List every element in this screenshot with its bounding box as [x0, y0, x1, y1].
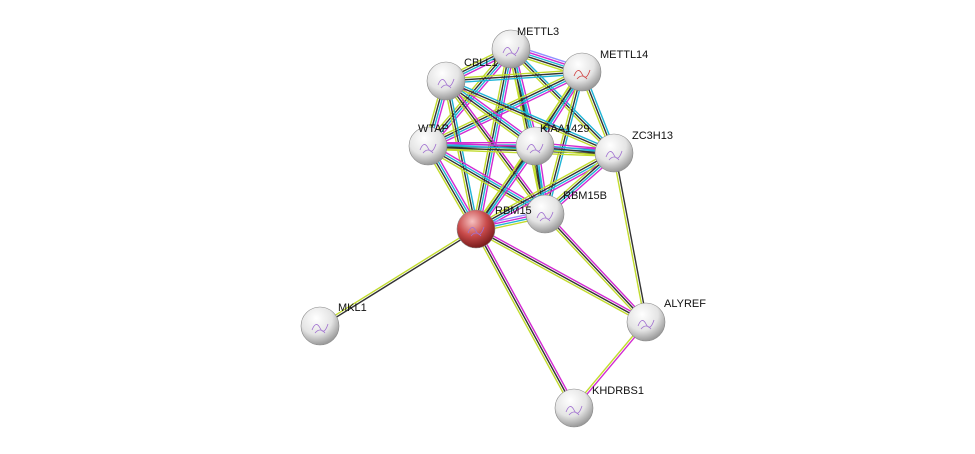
node-zc3h13[interactable]: ZC3H13	[594, 130, 673, 173]
node-mkl1[interactable]: MKL1	[300, 302, 367, 346]
edge-channel-textmining	[473, 229, 573, 410]
node-sphere[interactable]	[562, 52, 602, 92]
edge-channel-coexpression	[445, 80, 477, 230]
node-wtap[interactable]: WTAP	[408, 123, 449, 166]
edge-channel-textmining	[542, 215, 645, 324]
node-mettl14[interactable]: METTL14	[562, 49, 648, 92]
node-mettl3[interactable]: METTL3	[491, 26, 559, 69]
protein-structure-icon	[605, 150, 623, 161]
edge-rbm15-mkl1[interactable]	[319, 227, 477, 328]
edge-zc3h13-alyref[interactable]	[612, 152, 648, 323]
edge-channel-textmining	[445, 69, 582, 80]
node-sphere[interactable]	[426, 61, 466, 101]
edge-channel-database	[446, 78, 616, 152]
node-rbm15[interactable]: RBM15	[456, 205, 532, 249]
node-label: CBLL1	[464, 57, 498, 69]
edge-zc3h13-rbm15[interactable]	[474, 149, 616, 233]
node-label: METTL14	[600, 49, 648, 61]
edge-channel-coexpression	[614, 152, 648, 322]
protein-structure-icon	[573, 69, 591, 80]
node-sphere[interactable]	[408, 126, 448, 166]
node-label: ZC3H13	[632, 130, 673, 142]
protein-structure-icon	[311, 323, 329, 334]
edge-channel-textmining	[474, 230, 646, 325]
node-sphere[interactable]	[594, 133, 634, 173]
protein-structure-icon	[502, 46, 520, 57]
edge-channel-coexpression	[475, 228, 647, 323]
edge-channel-coexpression	[475, 151, 614, 229]
edge-channel-textmining	[319, 227, 476, 326]
edge-channel-textmining	[472, 48, 509, 229]
edge-channel-coexpression	[544, 71, 583, 215]
node-label: MKL1	[338, 302, 367, 314]
node-sphere[interactable]	[525, 194, 565, 234]
protein-structure-icon	[467, 226, 485, 237]
edge-channel-textmining	[443, 81, 475, 230]
node-sphere[interactable]	[456, 209, 496, 249]
edge-channel-textmining	[444, 82, 614, 156]
node-label: KHDRBS1	[592, 385, 644, 397]
edge-channel-database	[446, 73, 583, 84]
edge-mettl14-cbll1[interactable]	[445, 69, 583, 84]
node-label: RBM15	[495, 205, 532, 217]
edge-channel-coexpression	[445, 71, 583, 82]
edge-channel-database	[476, 153, 615, 231]
edge-channel-coexpression	[475, 228, 575, 409]
edge-channel-experiments	[546, 212, 649, 321]
edge-rbm15-alyref[interactable]	[474, 226, 648, 325]
protein-structure-icon	[536, 211, 554, 222]
node-sphere[interactable]	[554, 388, 594, 428]
protein-structure-icon	[565, 405, 583, 416]
node-label: WTAP	[418, 123, 449, 135]
edge-channel-textmining	[612, 153, 646, 323]
edge-channel-textmining	[474, 149, 613, 227]
node-khdrbs1[interactable]: KHDRBS1	[554, 385, 644, 428]
edge-channel-textmining	[425, 148, 544, 218]
node-sphere[interactable]	[626, 302, 666, 342]
node-kiaa1429[interactable]: KIAA1429	[515, 123, 590, 166]
protein-structure-icon	[526, 143, 544, 154]
node-sphere[interactable]	[515, 126, 555, 166]
protein-structure-icon	[637, 319, 655, 330]
node-rbm15b[interactable]: RBM15B	[525, 190, 607, 234]
edge-rbm15b-alyref[interactable]	[542, 212, 649, 324]
edge-channel-experiments	[477, 155, 616, 233]
node-label: METTL3	[517, 26, 559, 38]
edge-channel-experiments	[429, 50, 515, 149]
protein-structure-icon	[419, 143, 437, 154]
node-alyref[interactable]: ALYREF	[626, 298, 706, 342]
edge-channel-experiments	[447, 79, 548, 214]
edge-channel-coexpression	[445, 80, 615, 154]
node-label: ALYREF	[664, 298, 706, 310]
edge-rbm15-khdrbs1[interactable]	[473, 227, 577, 410]
node-sphere[interactable]	[300, 306, 340, 346]
edge-channel-coexpression	[320, 229, 477, 328]
edge-channel-coexpression	[544, 213, 647, 323]
edge-cbll1-zc3h13[interactable]	[444, 78, 616, 156]
node-label: KIAA1429	[540, 123, 590, 135]
edge-channel-experiments	[477, 227, 577, 408]
edge-channel-database	[428, 144, 546, 214]
edge-cbll1-rbm15[interactable]	[443, 80, 479, 230]
protein-structure-icon	[437, 78, 455, 89]
node-sphere[interactable]	[491, 29, 531, 69]
edge-channel-database	[447, 80, 479, 229]
node-cbll1[interactable]: CBLL1	[426, 57, 498, 101]
edge-channel-experiments	[476, 226, 648, 321]
node-label: RBM15B	[563, 190, 607, 202]
